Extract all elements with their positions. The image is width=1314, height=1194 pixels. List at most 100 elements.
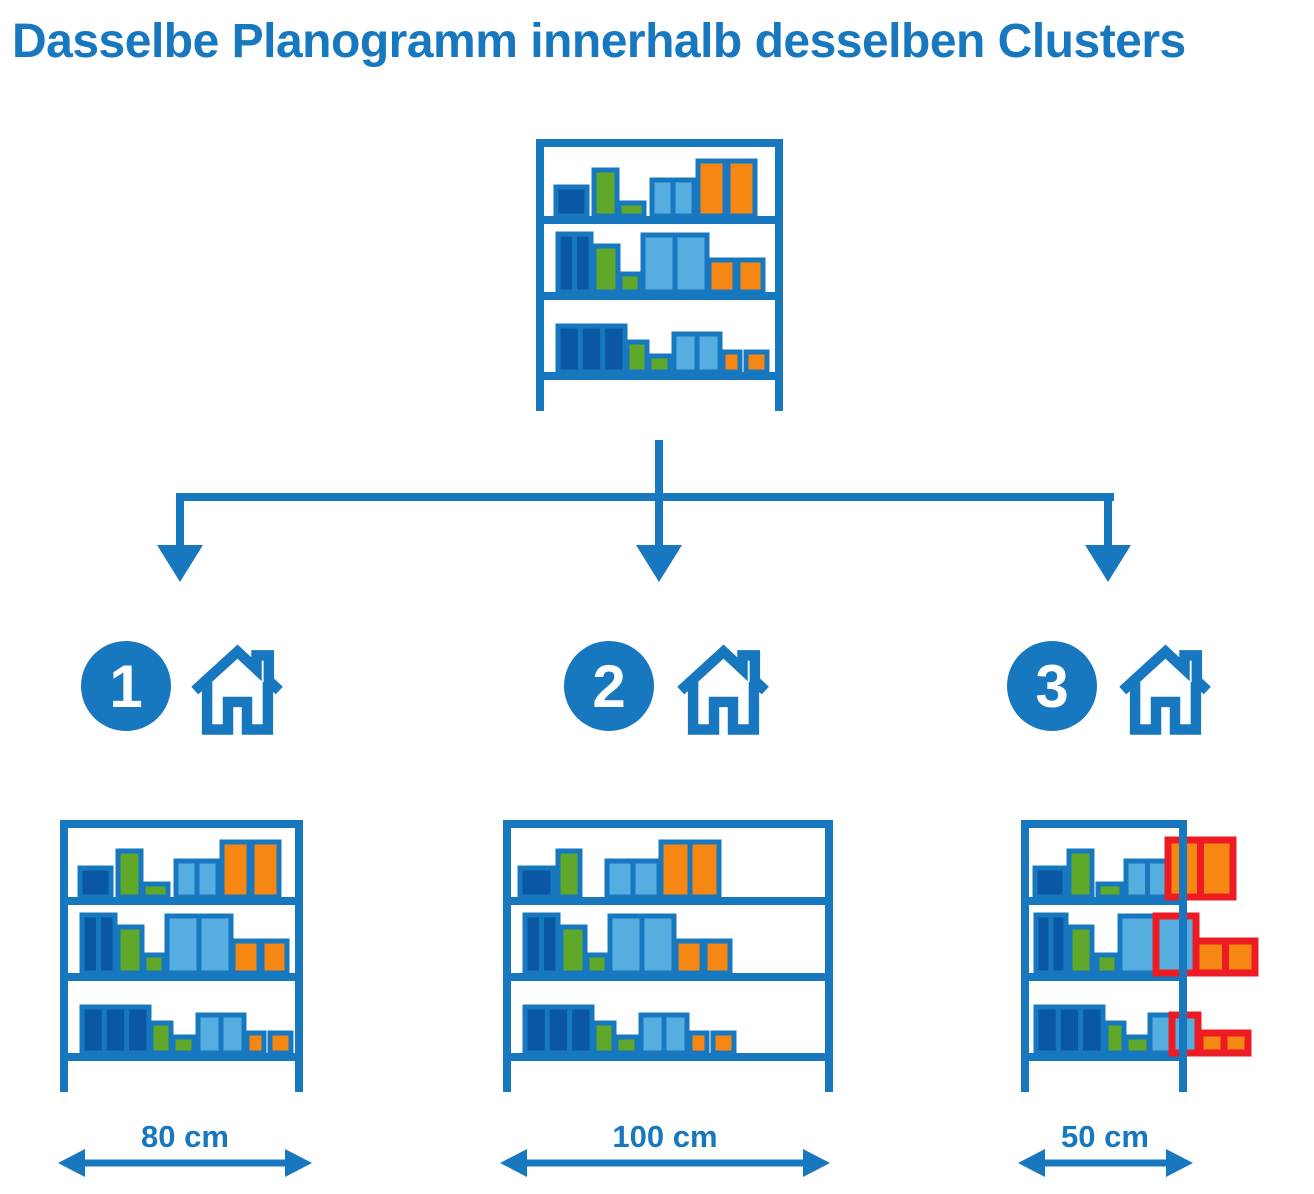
- product-light-blue: [604, 858, 636, 900]
- house-icon: [191, 644, 283, 735]
- shelf-post-right: [295, 820, 303, 1092]
- product-light-blue: [195, 1012, 224, 1056]
- shelf-board: [503, 1053, 833, 1061]
- product-green: [558, 924, 588, 976]
- connector-drop-line: [1104, 493, 1112, 546]
- product-dark-blue: [96, 912, 118, 976]
- arrowhead-right-icon: [1166, 1149, 1193, 1177]
- product-green: [1094, 952, 1120, 976]
- shelf-master: [536, 139, 783, 411]
- shelf-post-right: [775, 139, 783, 411]
- product-light-blue: [694, 331, 723, 375]
- shelf-board: [1021, 897, 1187, 905]
- product-dark-blue: [1055, 1004, 1084, 1056]
- product-light-blue: [661, 1012, 690, 1056]
- product-orange: [720, 349, 743, 375]
- product-green: [591, 243, 621, 295]
- shelf-board: [536, 216, 783, 224]
- shelf-post-right: [825, 820, 833, 1092]
- shelf-board: [536, 292, 783, 300]
- shelf-top-bar: [1021, 820, 1187, 828]
- product-dark-blue: [1033, 1004, 1061, 1056]
- house-walls-door: [687, 682, 760, 735]
- shelf-post-left: [536, 139, 544, 411]
- product-light-blue: [672, 232, 710, 295]
- shelf-board: [60, 897, 303, 905]
- product-dark-blue: [124, 1004, 152, 1056]
- house-roof-chimney: [191, 644, 283, 695]
- house-icon: [677, 644, 769, 735]
- arrowhead-left-icon: [58, 1149, 85, 1177]
- shelf-board: [1021, 1053, 1187, 1061]
- product-orange: [249, 839, 282, 900]
- product-green: [591, 167, 620, 219]
- product-dark-blue: [1032, 865, 1068, 900]
- measure-line: [76, 1159, 294, 1167]
- width-measure-2: 100 cm: [500, 1119, 830, 1177]
- product-light-blue: [630, 858, 662, 900]
- product-dark-blue: [577, 323, 606, 375]
- product-green: [1095, 881, 1125, 900]
- house-walls-door: [201, 682, 274, 735]
- product-orange: [219, 839, 252, 900]
- product-light-blue: [164, 913, 202, 976]
- store-marker-1: 1: [81, 641, 283, 735]
- house-icon: [1119, 644, 1211, 735]
- product-orange: [743, 349, 770, 375]
- width-label: 80 cm: [141, 1119, 229, 1154]
- shelf-top-bar: [60, 820, 303, 828]
- shelf-store-2: [503, 820, 833, 1092]
- arrowhead-left-icon: [500, 1149, 527, 1177]
- product-light-blue: [670, 177, 697, 219]
- product-green: [1123, 1034, 1152, 1056]
- product-dark-blue: [544, 1004, 573, 1056]
- store-number: 3: [1035, 653, 1068, 720]
- product-light-blue: [196, 913, 234, 976]
- product-orange: [735, 257, 766, 295]
- product-green: [115, 924, 145, 976]
- store-number: 1: [109, 653, 142, 720]
- product-light-blue: [173, 858, 200, 900]
- product-orange: [695, 158, 728, 219]
- shelf-top-bar: [536, 139, 783, 147]
- product-orange: [259, 938, 290, 976]
- arrowhead-right-icon: [803, 1149, 830, 1177]
- shelf-store-1: [60, 820, 303, 1092]
- product-dark-blue: [517, 865, 556, 900]
- product-dark-blue: [555, 323, 583, 375]
- product-light-blue: [607, 913, 645, 976]
- width-label: 100 cm: [612, 1119, 717, 1154]
- product-light-blue: [671, 331, 700, 375]
- product-light-blue: [638, 1012, 667, 1056]
- shelf-board: [1021, 973, 1187, 981]
- product-green: [617, 271, 643, 295]
- product-dark-blue: [600, 323, 628, 375]
- store-number: 2: [592, 653, 625, 720]
- product-dark-blue: [567, 1004, 595, 1056]
- product-orange: [230, 938, 262, 976]
- connector-horizontal-line: [178, 493, 1114, 501]
- shelf-board: [536, 372, 783, 380]
- arrowhead-down-icon: [157, 545, 203, 582]
- width-measure-3: 50 cm: [1018, 1119, 1193, 1177]
- product-light-blue: [640, 232, 678, 295]
- product-dark-blue: [522, 1004, 550, 1056]
- arrowhead-right-icon: [285, 1149, 312, 1177]
- product-light-blue: [194, 858, 221, 900]
- product-dark-blue: [77, 865, 114, 900]
- shelf-post-left: [60, 820, 68, 1092]
- connector-drop-line: [655, 493, 663, 546]
- product-orange-overflow: [1197, 836, 1237, 901]
- shelf-board: [60, 973, 303, 981]
- product-orange: [706, 257, 738, 295]
- shelf-post-right: [1179, 820, 1187, 1092]
- product-orange-overflow: [1192, 937, 1229, 977]
- product-orange: [687, 1030, 710, 1056]
- product-orange-overflow: [1222, 937, 1259, 977]
- product-green: [115, 848, 144, 900]
- product-orange: [673, 938, 705, 976]
- product-light-blue: [649, 177, 676, 219]
- product-dark-blue: [101, 1004, 130, 1056]
- shelf-board: [60, 1053, 303, 1061]
- connector-drop-line: [176, 493, 184, 546]
